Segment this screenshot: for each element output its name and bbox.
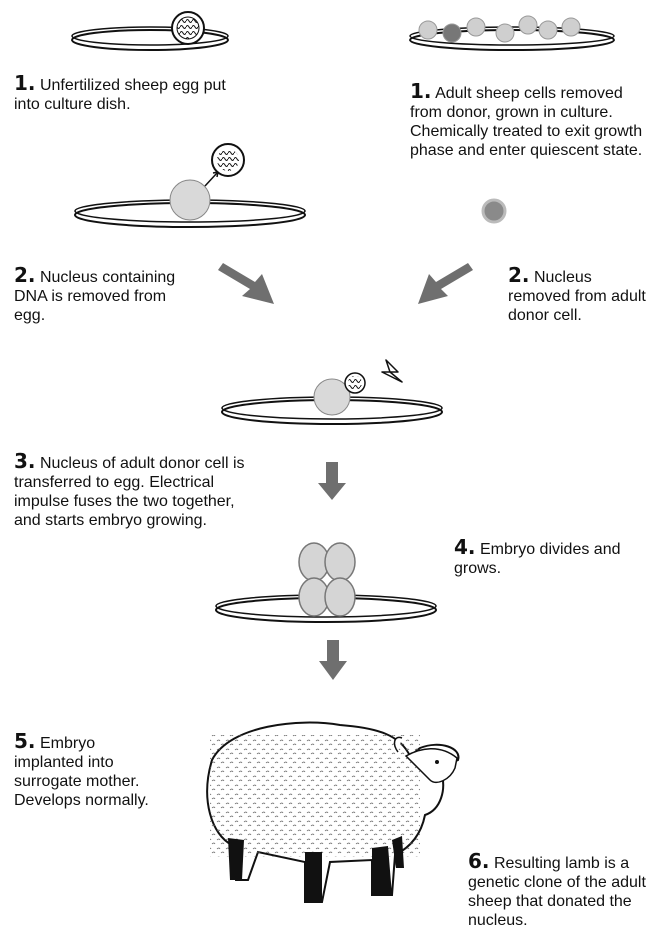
culture-dish-embryo [216,543,436,622]
step-number: 2. [14,263,36,287]
donor-nucleus-icon [483,200,505,222]
step-number: 5. [14,729,36,753]
arrow-egg-to-fusion [218,263,274,304]
culture-dish-egg [72,12,228,50]
step-1-egg-label: 1. Unfertilized sheep egg put into cultu… [14,74,244,114]
arrow-embryo-to-lamb [319,640,347,680]
donor-nucleus-icon [345,373,365,393]
culture-dish-donor-cells [410,16,614,50]
step-number: 6. [468,849,490,873]
step-2-donor-label: 2. Nucleus removed from adult donor cell… [508,266,648,325]
step-5-label: 5. Embryo implanted into surrogate mothe… [14,732,164,810]
egg-cell-icon [170,180,210,220]
arrow-fusion-to-embryo [318,462,346,500]
step-text: Nucleus of adult donor cell is transferr… [14,455,245,529]
egg-nucleus-icon [172,12,204,44]
step-text: Adult sheep cells removed from donor, gr… [410,85,642,159]
step-3-label: 3. Nucleus of adult donor cell is transf… [14,452,262,530]
step-4-label: 4. Embryo divides and grows. [454,538,634,578]
step-text: Resulting lamb is a genetic clone of the… [468,855,646,929]
cloned-lamb-icon [207,723,458,902]
step-number: 1. [410,79,432,103]
dividing-embryo-icon [299,543,355,616]
step-text: Embryo divides and grows. [454,541,620,577]
culture-dish-enucleation [75,144,305,227]
step-number: 3. [14,449,36,473]
step-number: 4. [454,535,476,559]
step-1-donor-label: 1. Adult sheep cells removed from donor,… [410,82,646,160]
culture-dish-fusion [222,360,442,424]
step-6-label: 6. Resulting lamb is a genetic clone of … [468,852,648,930]
step-number: 2. [508,263,530,287]
step-text: Unfertilized sheep egg put into culture … [14,77,226,113]
arrow-donor-to-fusion [418,263,473,304]
step-2-egg-label: 2. Nucleus containing DNA is removed fro… [14,266,194,325]
step-number: 1. [14,71,36,95]
electric-spark-icon [382,360,402,382]
step-text: Nucleus containing DNA is removed from e… [14,269,175,324]
removed-nucleus-icon [212,144,244,176]
